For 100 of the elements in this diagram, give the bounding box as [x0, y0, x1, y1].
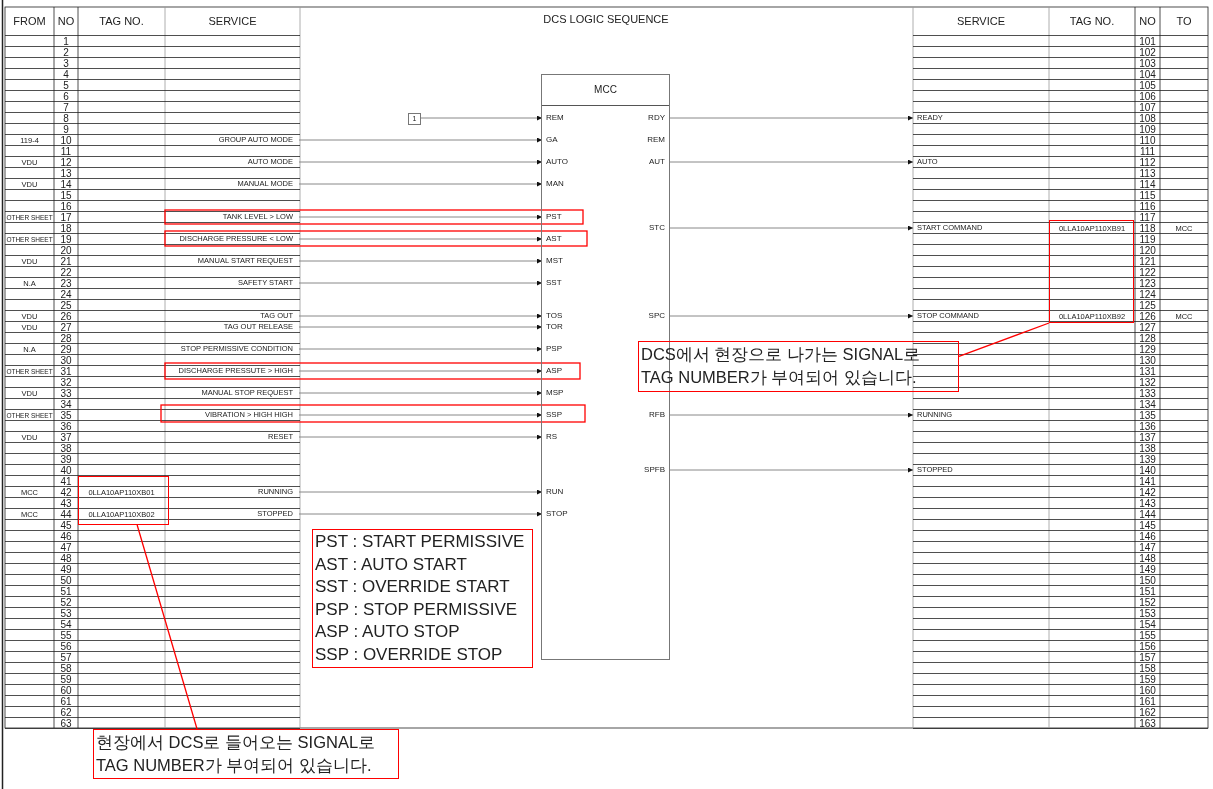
row-number: 107: [1139, 102, 1156, 113]
row-number: 33: [60, 388, 72, 399]
signal-arrow: [668, 467, 914, 473]
row-number: 46: [60, 531, 72, 542]
leader-line: [958, 322, 1050, 357]
row-number: 131: [1139, 366, 1156, 377]
row-number: 24: [60, 289, 72, 300]
column-header: NO: [57, 15, 75, 26]
row-number: 161: [1139, 696, 1156, 707]
callout-text: 현장에서 DCS로 들어오는 SIGNAL로 TAG NUMBER가 부여되어 있습니다.: [96, 732, 377, 776]
row-number: 163: [1139, 718, 1156, 729]
row-number: 139: [1139, 454, 1156, 465]
signal-arrow: [298, 434, 543, 440]
signal-arrow: [668, 412, 914, 418]
row-number: 104: [1139, 69, 1156, 80]
row-number: 35: [60, 410, 72, 421]
row-number: 16: [60, 201, 72, 212]
row-number: 55: [60, 630, 72, 641]
row-number: 49: [60, 564, 72, 575]
row-number: 30: [60, 355, 72, 366]
row-number: 60: [60, 685, 72, 696]
port-label: MST: [542, 255, 563, 267]
port-label: TOR: [542, 321, 563, 333]
row-number: 15: [60, 190, 72, 201]
row-number: 148: [1139, 553, 1156, 564]
row-number: 56: [60, 641, 72, 652]
row-number: 8: [63, 113, 69, 124]
signal-arrow: [298, 511, 543, 517]
callout-box: [638, 341, 959, 392]
row-number: 18: [60, 223, 72, 234]
row-number: 144: [1139, 509, 1156, 520]
signal-arrow: [298, 159, 543, 165]
row-number: 156: [1139, 641, 1156, 652]
row-number: 128: [1139, 333, 1156, 344]
row-number: 155: [1139, 630, 1156, 641]
row-number: 59: [60, 674, 72, 685]
row-number: 105: [1139, 80, 1156, 91]
row-number: 51: [60, 586, 72, 597]
row-number: 17: [60, 212, 72, 223]
row-number: 136: [1139, 421, 1156, 432]
row-number: 101: [1139, 36, 1156, 47]
signal-arrow: [668, 313, 914, 319]
port-label: PSP: [542, 343, 562, 355]
abbreviation-text: SSP : OVERRIDE STOP: [315, 643, 503, 666]
row-number: 36: [60, 421, 72, 432]
row-number: 22: [60, 267, 72, 278]
abbreviation-text: AST : AUTO START: [315, 553, 467, 576]
row-number: 159: [1139, 674, 1156, 685]
row-number: 4: [63, 69, 69, 80]
signal-arrow: [298, 181, 543, 187]
port-label: STOP: [542, 508, 568, 520]
abbreviation-text: SST : OVERRIDE START: [315, 576, 510, 599]
row-number: 23: [60, 278, 72, 289]
leader-line: [136, 524, 198, 730]
highlight-box: [78, 476, 169, 525]
row-number: 3: [63, 58, 69, 69]
row-number: 21: [60, 256, 72, 267]
column-header: TAG NO.: [99, 15, 144, 26]
row-number: 10: [60, 135, 72, 146]
signal-arrow: [298, 346, 543, 352]
row-number: 129: [1139, 344, 1156, 355]
row-number: 113: [1139, 168, 1156, 179]
row-number: 160: [1139, 685, 1156, 696]
column-header: FROM: [13, 15, 46, 26]
row-number: 138: [1139, 443, 1156, 454]
row-number: 158: [1139, 663, 1156, 674]
row-number: 111: [1139, 146, 1156, 157]
row-number: 132: [1139, 377, 1156, 388]
port-label: MAN: [542, 178, 564, 190]
port-label: AST: [542, 233, 562, 245]
row-number: 110: [1139, 135, 1156, 146]
row-number: 54: [60, 619, 72, 630]
port-label: MSP: [542, 387, 564, 399]
port-label: RUN: [542, 486, 564, 498]
signal-arrow: [298, 489, 543, 495]
signal-arrow: [298, 368, 543, 374]
row-number: 127: [1139, 322, 1156, 333]
row-number: 115: [1139, 190, 1156, 201]
port-label: ASP: [542, 365, 562, 377]
row-number: 141: [1139, 476, 1156, 487]
row-number: 6: [63, 91, 69, 102]
row-number: 1: [63, 36, 69, 47]
row-number: 32: [60, 377, 72, 388]
signal-arrow: [298, 137, 543, 143]
row-number: 162: [1139, 707, 1156, 718]
row-number: 135: [1139, 410, 1156, 421]
callout-box: [93, 729, 399, 779]
port-label: REM: [647, 134, 669, 146]
row-number: 45: [60, 520, 72, 531]
row-number: 143: [1139, 498, 1156, 509]
row-number: 14: [60, 179, 72, 190]
signal-arrow: [298, 324, 543, 330]
signal-arrow: [298, 280, 543, 286]
row-number: 116: [1139, 201, 1156, 212]
signal-arrow: [298, 313, 543, 319]
row-number: 2: [63, 47, 69, 58]
port-label: STC: [649, 222, 669, 234]
row-number: 34: [60, 399, 72, 410]
row-number: 106: [1139, 91, 1156, 102]
row-number: 152: [1139, 597, 1156, 608]
